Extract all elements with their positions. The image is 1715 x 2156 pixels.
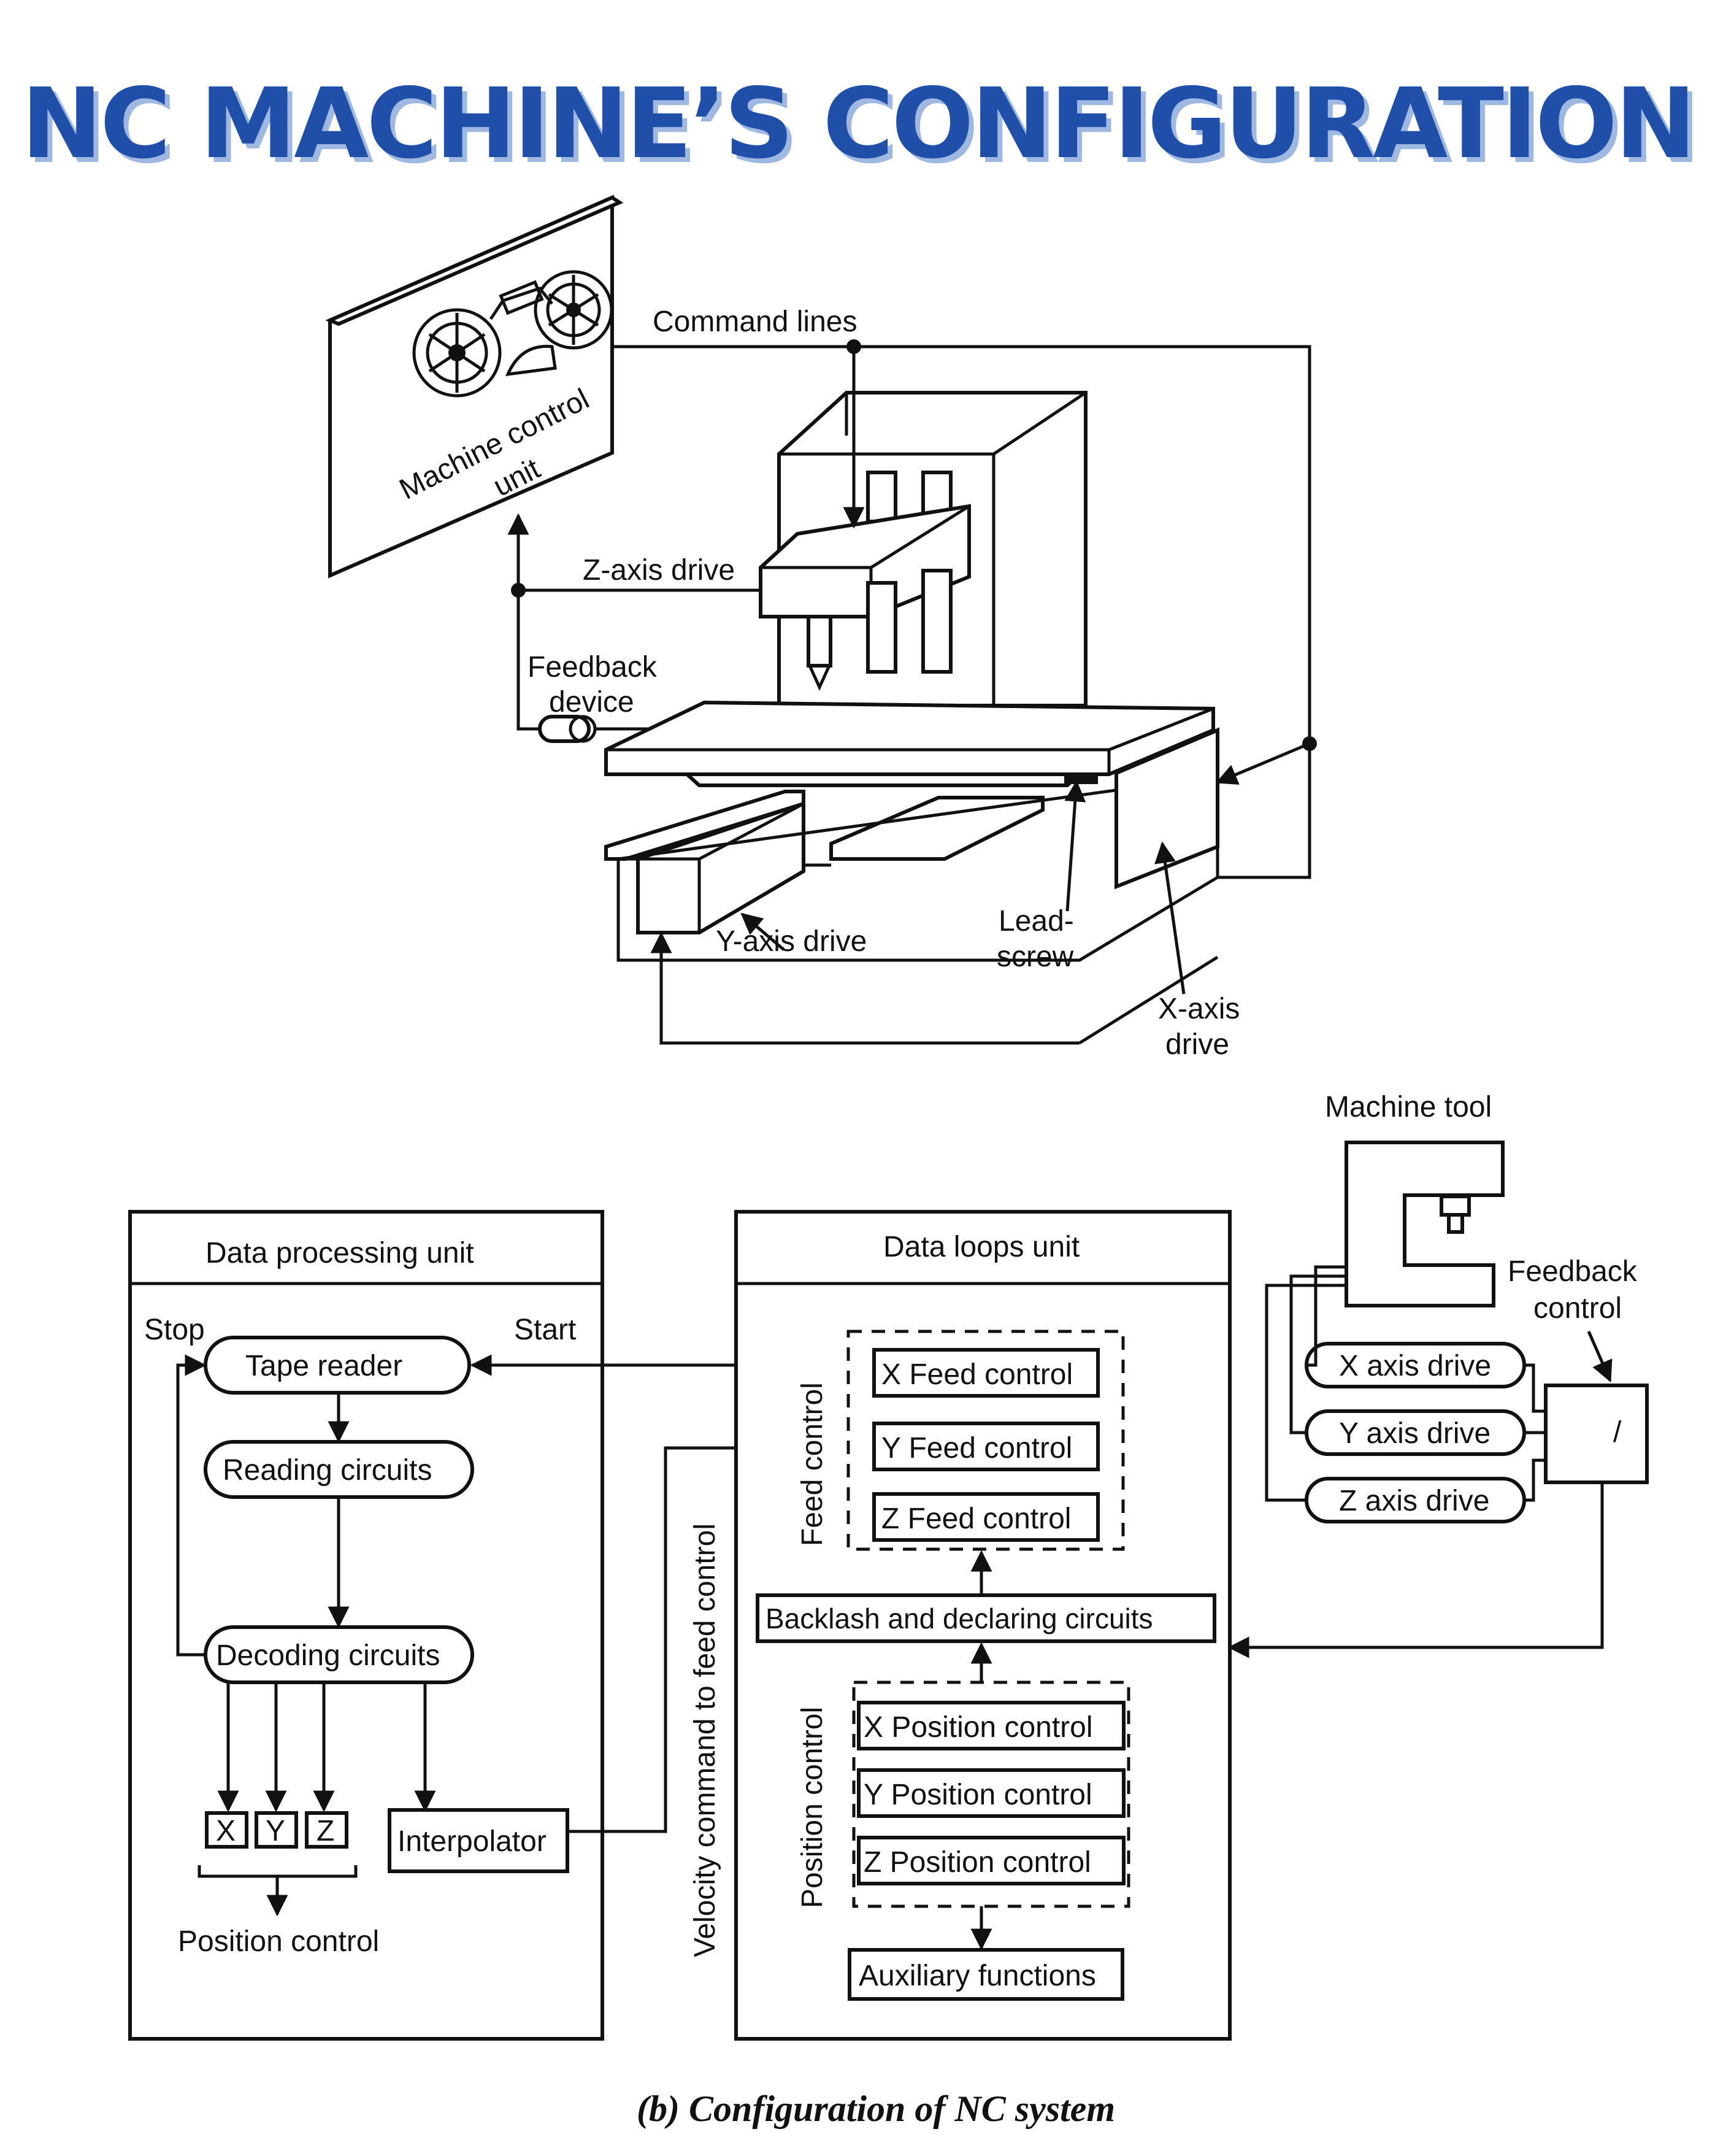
- feedback-device-label-2: device: [549, 686, 634, 718]
- tape-guide-icon: [505, 345, 557, 377]
- z-position-control-label: Z Position control: [864, 1846, 1091, 1879]
- feedback-device-label-1: Feedback: [528, 651, 658, 683]
- x-feed-control-label: X Feed control: [881, 1358, 1073, 1391]
- page-title: NC MACHINE’S CONFIGURATION: [21, 67, 1697, 180]
- nc-block-diagram: Data processing unit Stop Start Tape rea…: [128, 1091, 1649, 2129]
- machine-tool-label: Machine tool: [1325, 1091, 1492, 1123]
- velocity-command-label: Velocity command to feed control: [689, 1523, 721, 1957]
- worktable: [604, 700, 1215, 776]
- z-axis-drive-label: Z-axis drive: [583, 554, 735, 587]
- y-feed-control-label: Y Feed control: [881, 1432, 1072, 1465]
- interpolator-label: Interpolator: [397, 1825, 547, 1858]
- command-lines-label: Command lines: [653, 306, 857, 338]
- machine-control-unit: Machine control unit: [325, 194, 624, 579]
- data-loops-unit-title: Data loops unit: [883, 1231, 1080, 1263]
- x-box-label: X: [216, 1815, 236, 1847]
- x-axis-drive-label-1: X-axis: [1158, 993, 1240, 1025]
- z-feed-control-label: Z Feed control: [881, 1503, 1071, 1535]
- feed-control-label: Feed control: [796, 1382, 829, 1546]
- velocity-command-wire: [567, 1446, 736, 1833]
- figure-caption: (b) Configuration of NC system: [637, 2089, 1115, 2129]
- feedback-control-label-2: control: [1533, 1292, 1622, 1325]
- feedback-control-label-1: Feedback: [1508, 1255, 1638, 1288]
- x-axis-drive-label-2: drive: [1165, 1028, 1229, 1061]
- spindle-head: [759, 471, 971, 691]
- position-control-vertical-label: Position control: [796, 1707, 829, 1908]
- machine-sketch: Machine control unit: [325, 194, 1317, 1061]
- stop-label: Stop: [144, 1314, 205, 1346]
- start-label: Start: [514, 1314, 576, 1346]
- command-lines: [507, 339, 1317, 1045]
- decoding-circuits-label: Decoding circuits: [216, 1639, 440, 1672]
- feedback-symbol: /: [1613, 1416, 1622, 1449]
- x-axis-drive-motor: [1115, 727, 1219, 890]
- x-position-control-label: X Position control: [864, 1711, 1093, 1744]
- tape-reel-right-icon: [534, 270, 613, 350]
- tape-path: [489, 287, 553, 320]
- tape-reader-label: Tape reader: [245, 1350, 402, 1382]
- x-axis-drive-box-label: X axis drive: [1339, 1350, 1491, 1382]
- position-control-label: Position control: [178, 1925, 379, 1958]
- read-head-icon: [499, 280, 544, 315]
- tape-reel-left-icon: [412, 308, 502, 398]
- y-box-label: Y: [266, 1815, 285, 1847]
- machine-tool: Machine tool Feedback control X axis dri…: [1227, 1091, 1649, 1658]
- auxiliary-functions-label: Auxiliary functions: [859, 1960, 1096, 1992]
- data-processing-unit: Data processing unit Stop Start Tape rea…: [128, 1210, 604, 2041]
- lead-screw-label-2: screw: [997, 941, 1074, 973]
- y-axis-drive-box-label: Y axis drive: [1339, 1417, 1491, 1450]
- z-axis-drive-box-label: Z axis drive: [1339, 1485, 1489, 1517]
- saddle: [604, 772, 1098, 934]
- data-loops-unit: Data loops unit Feed control X Feed cont…: [734, 1210, 1232, 2041]
- z-box-label: Z: [317, 1815, 334, 1847]
- feedback-device-icon: [538, 715, 650, 743]
- data-processing-unit-title: Data processing unit: [205, 1237, 474, 1269]
- y-position-control-label: Y Position control: [864, 1779, 1092, 1811]
- y-axis-drive-label: Y-axis drive: [716, 925, 867, 958]
- reading-circuits-label: Reading circuits: [223, 1454, 432, 1487]
- lead-screw-label-1: Lead-: [999, 905, 1074, 937]
- backlash-label: Backlash and declaring circuits: [765, 1603, 1153, 1634]
